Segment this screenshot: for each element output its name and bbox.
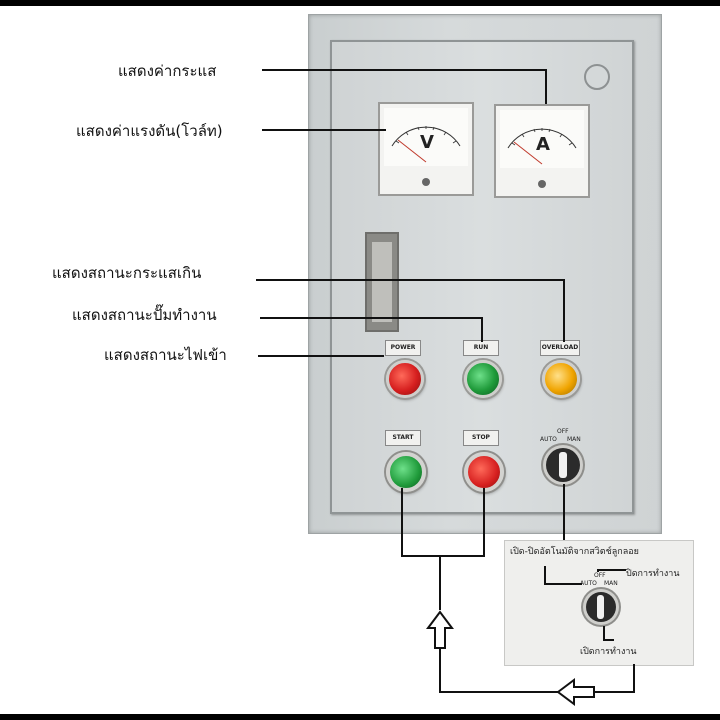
voltmeter: V: [378, 102, 474, 196]
run-lamp-plate: RUN: [463, 340, 499, 356]
ammeter: A: [494, 104, 590, 198]
label-overload-status: แสดงสถานะกระแสเกิน: [52, 264, 202, 282]
inset-pos-man: MAN: [604, 580, 618, 587]
ammeter-scale-icon: [507, 128, 577, 165]
overload-lamp-plate: OVERLOAD: [540, 340, 580, 356]
label-run-status: แสดงสถานะปั๊มทำงาน: [72, 306, 217, 324]
selector-knob-icon: [559, 452, 567, 478]
selector-pos-man: MAN: [567, 436, 581, 443]
inset-pos-auto: AUTO: [580, 580, 597, 587]
stop-button-plate: STOP: [463, 430, 499, 446]
start-button-plate: START: [385, 430, 421, 446]
inset-off-label: ปิดการทำงาน: [626, 569, 680, 579]
inset-selector-switch: [586, 592, 616, 622]
selector-pos-off: OFF: [557, 428, 569, 435]
up-arrow-icon: [426, 610, 454, 649]
auto-off-man-selector-switch[interactable]: [546, 448, 580, 482]
label-power-status: แสดงสถานะไฟเข้า: [104, 346, 227, 364]
latch-handle-icon: [372, 242, 392, 322]
left-arrow-icon: [556, 678, 595, 706]
brand-emblem: [584, 64, 610, 90]
screw-icon: [538, 180, 546, 188]
power-lamp: [386, 360, 424, 398]
voltmeter-face: [384, 108, 468, 166]
label-current: แสดงค่ากระแส: [118, 62, 217, 80]
run-lamp: [464, 360, 502, 398]
bottom-border: [0, 714, 720, 720]
screw-icon: [422, 178, 430, 186]
top-border: [0, 0, 720, 6]
inset-on-label: เปิดการทำงาน: [580, 647, 637, 657]
power-lamp-plate: POWER: [385, 340, 421, 356]
inset-pos-off: OFF: [594, 572, 606, 579]
start-button[interactable]: [386, 452, 426, 492]
wire-return-right: [594, 664, 635, 693]
ammeter-face: [500, 110, 584, 168]
ammeter-symbol: A: [536, 134, 550, 155]
inset-selector-knob-icon: [597, 595, 604, 619]
selector-pos-auto: AUTO: [540, 436, 557, 443]
stop-button[interactable]: [464, 452, 504, 492]
voltmeter-scale-icon: [391, 126, 461, 163]
door-latch[interactable]: [365, 232, 399, 332]
inset-caption: เปิด-ปิดอัตโนมัติจากสวิตช์ลูกลอย: [510, 547, 639, 557]
label-voltage: แสดงค่าแรงดัน(โวล์ท): [76, 122, 223, 140]
voltmeter-symbol: V: [420, 132, 434, 153]
overload-lamp: [542, 360, 580, 398]
